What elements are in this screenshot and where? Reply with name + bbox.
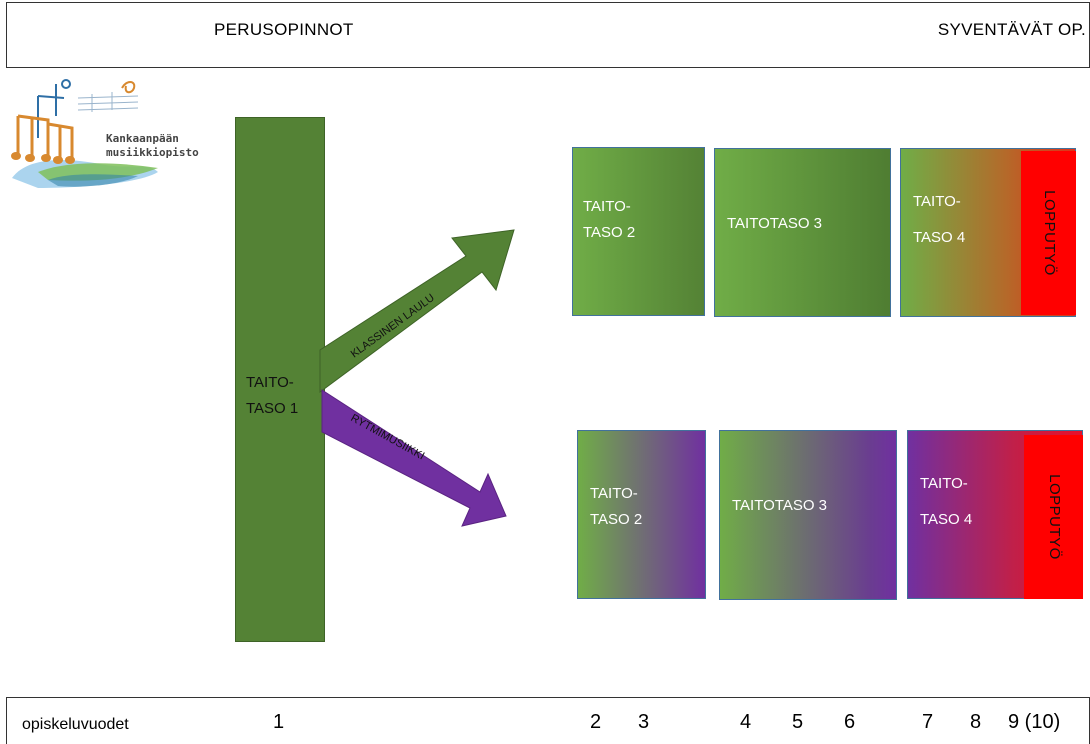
music-notes-logo-icon <box>8 76 228 196</box>
logo-text-line2: musiikkiopisto <box>106 146 199 159</box>
rhythm-music-arrow <box>321 389 507 527</box>
classical-final-work-label: LOPPUTYÖ <box>1040 190 1058 276</box>
classical-level-4-line2: TASO 4 <box>913 229 966 246</box>
rhythm-level-4-box: TAITO- TASO 4 LOPPUTYÖ <box>907 430 1083 599</box>
header-bar <box>6 2 1090 68</box>
classical-level-4-box: TAITO- TASO 4 LOPPUTYÖ <box>900 148 1076 317</box>
classical-level-2-box: TAITO- TASO 2 <box>572 147 705 316</box>
study-year-7: 7 <box>922 711 934 733</box>
level-1-label: TAITO- TASO 1 <box>246 370 298 422</box>
classical-level-3-box: TAITOTASO 3 <box>714 148 891 317</box>
classical-level-2-line1: TAITO- <box>583 198 631 215</box>
classical-level-2-line2: TASO 2 <box>583 224 636 241</box>
rhythm-level-2-line1: TAITO- <box>590 485 638 502</box>
footer-bar <box>6 697 1090 744</box>
logo-text: Kankaanpään musiikkiopisto <box>106 132 199 160</box>
classical-level-3-line1: TAITOTASO 3 <box>727 215 823 232</box>
rhythm-level-2-line2: TASO 2 <box>590 511 643 528</box>
rhythm-level-3-line1: TAITOTASO 3 <box>732 497 828 514</box>
study-year-2: 2 <box>590 711 602 733</box>
classical-voice-arrow <box>319 229 515 393</box>
study-years-label: opiskeluvuodet <box>22 716 129 733</box>
rhythm-final-work: LOPPUTYÖ <box>1024 435 1083 599</box>
level-1-column <box>235 117 325 642</box>
rhythm-level-4-line1: TAITO- <box>920 475 968 492</box>
logo-text-line1: Kankaanpään <box>106 132 179 145</box>
study-year-8: 8 <box>970 711 982 733</box>
study-year-3: 3 <box>638 711 650 733</box>
rhythm-level-2-box: TAITO- TASO 2 <box>577 430 706 599</box>
rhythm-level-4-line2: TASO 4 <box>920 511 973 528</box>
study-year-5: 5 <box>792 711 804 733</box>
level-1-label-line1: TAITO- <box>246 374 294 391</box>
study-year-9-10: 9 (10) <box>1008 711 1061 733</box>
classical-level-4-line1: TAITO- <box>913 193 961 210</box>
study-year-1: 1 <box>273 711 285 733</box>
classical-final-work: LOPPUTYÖ <box>1021 151 1076 315</box>
rhythm-level-3-box: TAITOTASO 3 <box>719 430 897 600</box>
rhythm-final-work-label: LOPPUTYÖ <box>1045 474 1063 560</box>
study-year-6: 6 <box>844 711 856 733</box>
header-right-label: SYVENTÄVÄT OP. <box>937 20 1086 39</box>
header-left-label: PERUSOPINNOT <box>214 20 354 39</box>
level-1-label-line2: TASO 1 <box>246 400 299 417</box>
study-year-4: 4 <box>740 711 752 733</box>
